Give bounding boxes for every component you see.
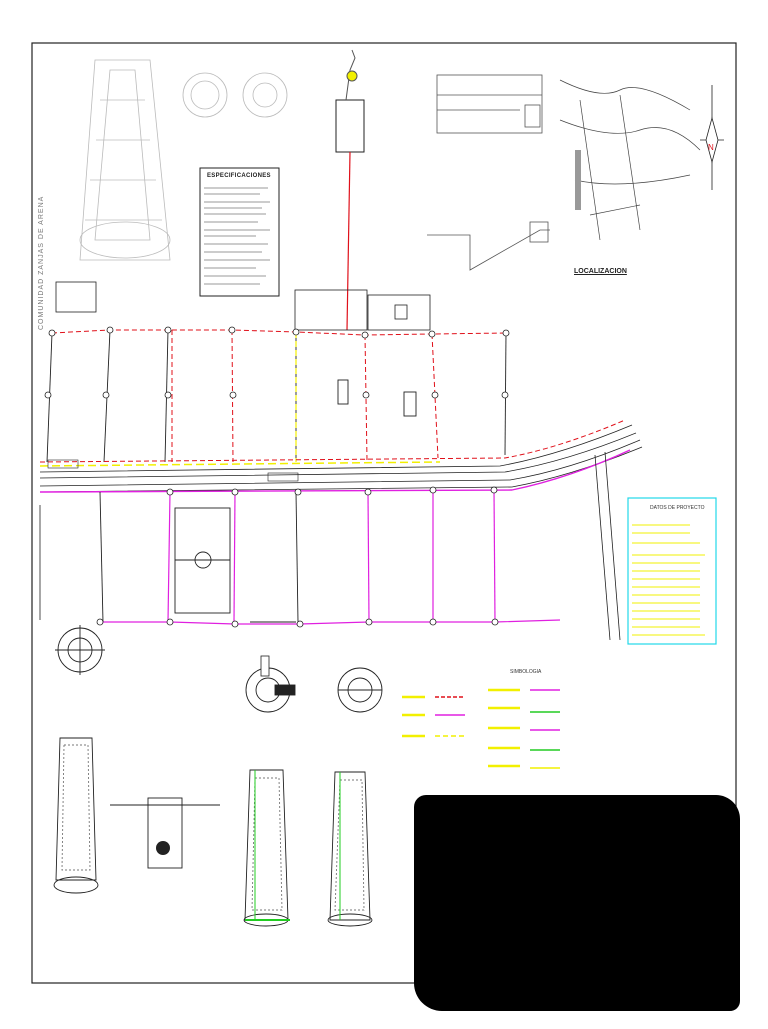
manhole-sketch	[79, 59, 171, 261]
pipe-section	[156, 841, 170, 855]
sheet-border	[31, 42, 737, 984]
north-arrow: N	[700, 85, 724, 190]
discharge-detail	[427, 74, 550, 271]
location-map	[559, 79, 701, 241]
plan-inlet	[260, 655, 270, 677]
treatment-plant	[335, 49, 365, 153]
specifications-title: ESPECIFICACIONES	[207, 173, 271, 179]
road-yellow-line	[39, 461, 441, 467]
road-red-line	[39, 419, 626, 463]
community-side-label: COMUNIDAD ZANJAS DE ARENA	[38, 195, 45, 330]
manhole-plans	[55, 625, 383, 713]
redaction-block	[414, 795, 740, 1011]
spec-text-lines	[204, 187, 270, 285]
project-data-lines	[632, 524, 705, 636]
north-manholes	[44, 326, 510, 399]
south-manholes	[96, 486, 499, 628]
manhole-sections	[53, 737, 373, 927]
legend	[435, 689, 560, 769]
south-network-magenta	[100, 489, 561, 625]
south-network-solid	[99, 491, 299, 623]
outfall-line	[346, 151, 351, 331]
location-title: LOCALIZACION	[574, 268, 627, 275]
top-blocks	[55, 281, 431, 331]
legend-title: SIMBOLOGIA	[510, 669, 542, 675]
side-streets	[39, 451, 621, 641]
specifications-box	[199, 167, 280, 297]
legend-labels	[402, 688, 520, 768]
project-data-title: DATOS DE PROYECTO	[650, 505, 705, 511]
svg-text:N: N	[708, 143, 714, 152]
main-road	[39, 424, 643, 493]
manhole-plan-sketches	[182, 72, 288, 118]
road-magenta-line	[39, 449, 631, 493]
